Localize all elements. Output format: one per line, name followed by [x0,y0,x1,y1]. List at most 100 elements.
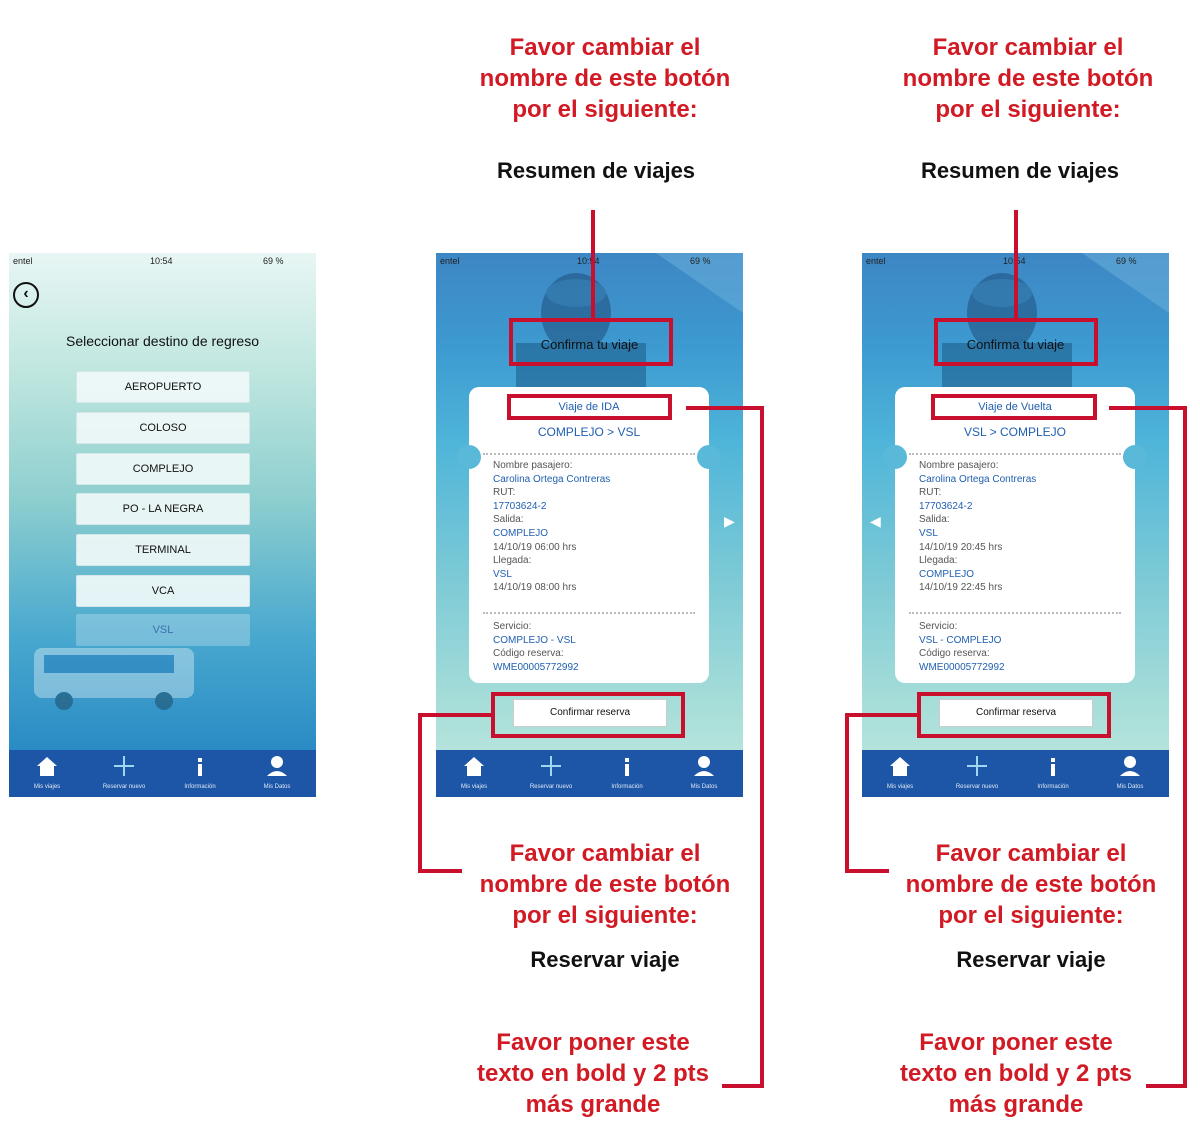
user-icon [267,756,287,776]
ticket-notch [697,445,721,469]
tab-mis-viajes[interactable]: Mis viajes [9,750,85,797]
note-line: Favor cambiar el [935,840,1127,867]
destination-option[interactable]: VSL [76,614,250,646]
carrier-label: entel [440,256,460,266]
tab-label: Reservar nuevo [102,784,146,790]
title-replacement: Resumen de viajes [920,158,1120,183]
service-value: VSL - COMPLEJO [919,634,1002,646]
ticket-heading: Viaje de IDA [558,401,620,413]
confirm-outbound-screen: entel 10:54 69 % Confirma tu viaje Viaje… [436,253,743,797]
page-title: Confirma tu viaje [540,337,639,352]
divider [909,453,1121,455]
destination-option[interactable]: COLOSO [76,412,250,444]
plus-icon [114,756,134,776]
tab-bar: Mis viajes Reservar nuevo Información Mi… [436,750,743,797]
battery-level: 69 % [690,256,711,266]
ticket-service: Servicio: VSL - COMPLEJO Código reserva:… [919,620,1005,674]
note-line: Favor cambiar el [509,840,701,867]
tab-reservar-nuevo[interactable]: Reservar nuevo [939,750,1015,797]
page-title: Seleccionar destino de regreso [65,333,259,349]
field-label: RUT: [919,487,942,499]
confirm-return-screen: entel 10:54 69 % Confirma tu viaje Viaje… [862,253,1169,797]
note-line: Favor cambiar el [932,34,1124,61]
departure-place: COMPLEJO [493,527,549,539]
arrival-time: 14/10/19 22:45 hrs [919,582,1003,594]
battery-level: 69 % [1116,256,1137,266]
confirm-reservation-button[interactable]: Confirmar reserva [513,699,667,727]
tab-label: Mis Datos [690,784,718,790]
divider [483,453,695,455]
rut-value: 17703624-2 [493,500,547,512]
home-icon [890,757,910,776]
tab-label: Mis viajes [886,784,914,790]
tab-label: Mis Datos [263,784,291,790]
tab-label: Información [1037,784,1069,790]
note-line: más grande [525,1091,661,1118]
destination-option[interactable]: AEROPUERTO [76,371,250,403]
confirm-reservation-button[interactable]: Confirmar reserva [939,699,1093,727]
previous-ticket-arrow-icon[interactable]: ◀ [870,513,881,529]
field-label: Servicio: [493,621,532,632]
callout-line [1183,406,1187,1088]
tab-reservar-nuevo[interactable]: Reservar nuevo [513,750,589,797]
destination-option[interactable]: COMPLEJO [76,453,250,485]
reservation-code: WME00005772992 [493,661,579,673]
highlight-title-box [934,318,1098,366]
tab-reservar-nuevo[interactable]: Reservar nuevo [86,750,162,797]
tab-bar: Mis viajes Reservar nuevo Información Mi… [862,750,1169,797]
tab-mis-datos[interactable]: Mis Datos [239,750,315,797]
field-label: Código reserva: [493,648,564,660]
destination-option[interactable]: TERMINAL [76,534,250,566]
callout-line [760,406,764,1088]
tab-label: Información [184,784,216,790]
callout-line [845,713,849,873]
tab-mis-viajes[interactable]: Mis viajes [436,750,512,797]
button-replacement: Reservar viaje [530,947,680,972]
callout-line [845,869,889,873]
next-ticket-arrow-icon[interactable]: ▶ [724,513,735,529]
ticket-heading: Viaje de Vuelta [978,401,1052,413]
user-icon [1120,756,1140,776]
note-line: por el siguiente: [512,96,698,123]
tab-informacion[interactable]: Información [589,750,665,797]
tab-informacion[interactable]: Información [1015,750,1091,797]
field-label: Nombre pasajero: [919,460,999,471]
tab-label: Mis Datos [1116,784,1144,790]
rename-title-note: Favor cambiar el nombre de este botón po… [455,32,755,125]
field-label: Llegada: [493,555,532,567]
destination-screen: entel 10:54 69 % ‹ Seleccionar destino d… [9,253,316,797]
callout-line [722,1084,764,1088]
home-icon [464,757,484,776]
status-bar: entel 10:54 69 % [9,253,316,269]
back-button[interactable]: ‹ [13,282,39,308]
reservation-code: WME00005772992 [919,661,1005,673]
ticket-details: Nombre pasajero: Carolina Ortega Contrer… [919,459,1119,595]
divider [909,612,1121,614]
info-icon [198,758,202,776]
tab-mis-datos[interactable]: Mis Datos [666,750,742,797]
note-line: nombre de este botón [479,65,731,92]
status-bar: entel 10:54 69 % [436,253,743,269]
clock: 10:54 [150,256,173,266]
tab-mis-viajes[interactable]: Mis viajes [862,750,938,797]
passenger-name: Carolina Ortega Contreras [493,473,611,485]
note-line: nombre de este botón [479,871,731,898]
destination-option[interactable]: VCA [76,575,250,607]
ticket-route: COMPLEJO > VSL [537,425,641,439]
carrier-label: entel [866,256,886,266]
note-line: por el siguiente: [935,96,1121,123]
bold-text-note: Favor poner este texto en bold y 2 pts m… [866,1027,1166,1120]
tab-informacion[interactable]: Información [162,750,238,797]
ticket-details: Nombre pasajero: Carolina Ortega Contrer… [493,459,693,595]
info-icon [625,758,629,776]
field-label: Salida: [493,514,524,526]
callout-line [845,713,919,717]
destination-option[interactable]: PO - LA NEGRA [76,493,250,525]
divider [483,612,695,614]
field-label: RUT: [493,487,516,499]
callout-line [686,406,764,410]
user-icon [694,756,714,776]
note-line: nombre de este botón [902,65,1154,92]
tab-mis-datos[interactable]: Mis Datos [1092,750,1168,797]
rename-title-note: Favor cambiar el nombre de este botón po… [878,32,1178,125]
